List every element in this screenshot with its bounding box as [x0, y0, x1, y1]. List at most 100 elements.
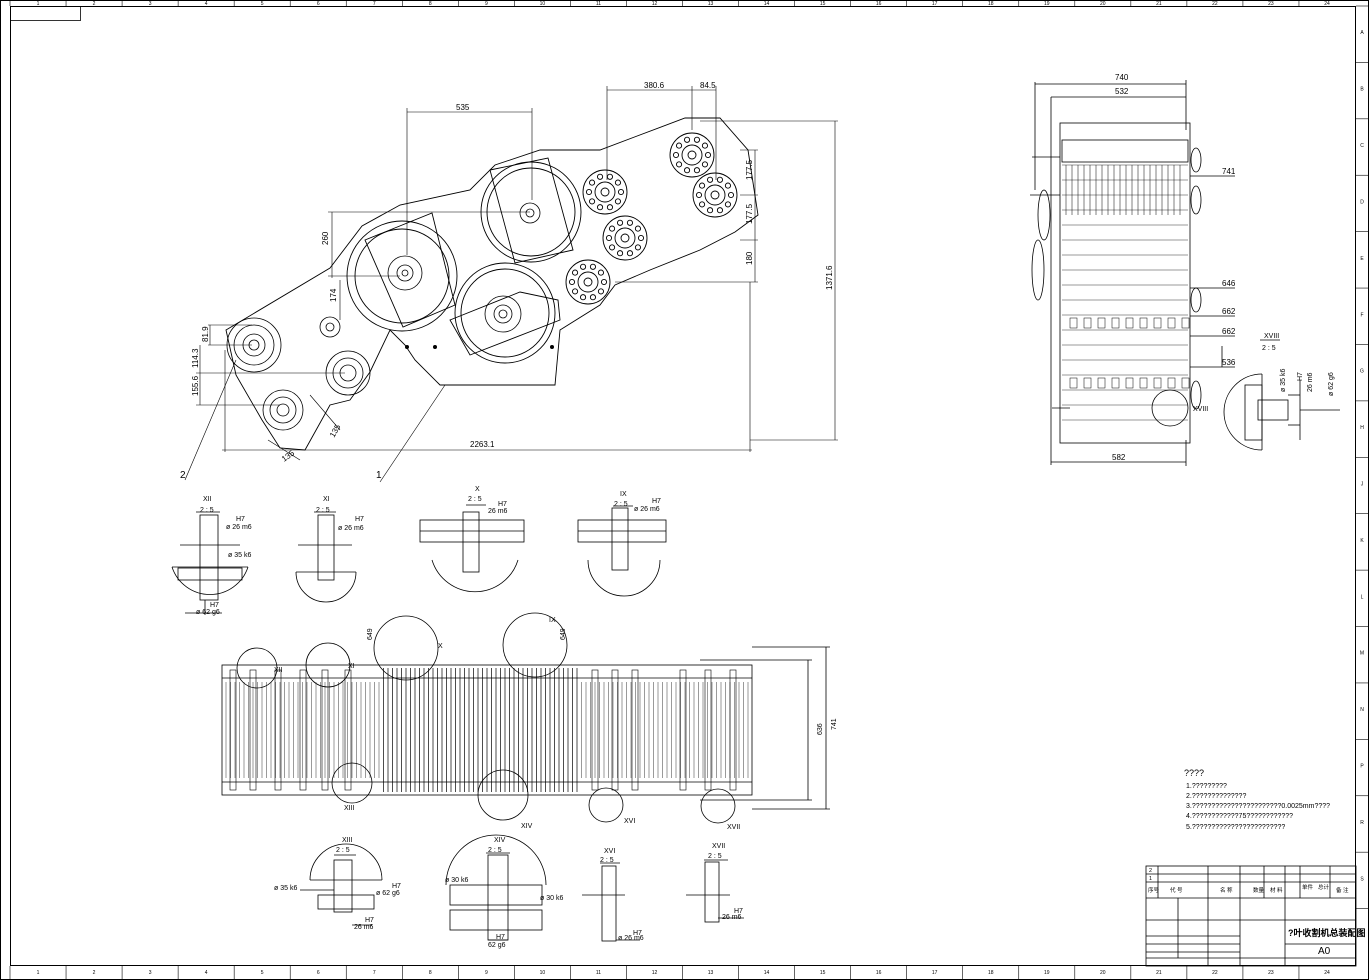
- zone-letter-right: C: [1360, 143, 1364, 149]
- xvi-26m6: ø 26 m6: [618, 935, 644, 942]
- disc-bolt-hole: [626, 219, 633, 226]
- dim-662b: 662: [1222, 327, 1236, 336]
- plan-shaft: [229, 669, 237, 791]
- xi-title: XI: [323, 496, 330, 503]
- zone-number-top: 8: [429, 1, 432, 7]
- side-block: [1181, 317, 1190, 329]
- zone-number-top: 10: [540, 1, 546, 7]
- technical-notes: ???? 1.????????? 2.?????????????? 3.????…: [1184, 768, 1330, 831]
- dim-155-6: 155.6: [191, 375, 200, 396]
- tb-hdr-name: 名 称: [1220, 886, 1233, 894]
- plan-view: [221, 612, 830, 824]
- disc-bolt-hole: [707, 207, 714, 214]
- zone-number-bottom: 17: [932, 970, 938, 976]
- disc-bolt-hole: [676, 142, 683, 149]
- plan-shaft: [631, 669, 639, 791]
- xvii-title: XVII: [712, 843, 725, 850]
- zone-number-bottom: 11: [596, 970, 601, 976]
- side-block: [1139, 317, 1148, 329]
- disc-bolt-hole: [693, 167, 700, 174]
- cutter-disc-hub: [681, 144, 703, 166]
- zone-number-top: 5: [261, 1, 264, 7]
- zone-number-bottom: 4: [205, 970, 208, 976]
- zone-letter-right: N: [1360, 707, 1364, 713]
- xi-h7: H7: [355, 516, 364, 523]
- zone-number-bottom: 9: [485, 970, 488, 976]
- disc-bolt-hole: [634, 225, 641, 232]
- notes-heading: ????: [1184, 768, 1204, 778]
- zone-number-top: 11: [596, 1, 601, 7]
- xvii-h7: H7: [734, 908, 743, 915]
- detail-xii: XII 2 : 5 H7 ø 26 m6 ø 35 k6 H7 ø 62 g6: [171, 496, 252, 616]
- cutter-disc-bore: [620, 233, 630, 243]
- xviii-26m6: 26 m6: [1307, 372, 1314, 392]
- disc-bolt-hole: [589, 198, 596, 205]
- zone-number-top: 1: [37, 1, 40, 7]
- disc-bolt-hole: [707, 176, 714, 183]
- tb-hdr-seq: 序号: [1148, 886, 1160, 894]
- dim-177-5a: 177.5: [745, 159, 754, 180]
- note-5: 5.????????????????????????: [1186, 824, 1285, 831]
- side-block: [1125, 317, 1134, 329]
- zone-letter-right: F: [1360, 312, 1363, 318]
- disc-bolt-hole: [684, 136, 691, 143]
- zone-number-bottom: 19: [1044, 970, 1050, 976]
- zone-number-bottom: 13: [708, 970, 714, 976]
- disc-bolt-hole: [724, 201, 731, 208]
- x-26m6: 26 m6: [488, 508, 508, 515]
- leader-label-1: 1: [376, 470, 382, 481]
- dim-741-plan: 741: [831, 718, 838, 730]
- side-block: [1069, 377, 1078, 389]
- detail-xviii: XVIII 2 : 5 ø 35 k6 H7 26 m6 ø 62 g6: [1223, 333, 1340, 451]
- zone-number-top: 15: [820, 1, 826, 7]
- plan-shaft: [729, 669, 737, 791]
- xii-35k6: ø 35 k6: [228, 552, 251, 559]
- xi-26m6: ø 26 m6: [338, 525, 364, 532]
- side-view-dimension-texts: 740 532 741 646 662 662 536 582 XVIII: [1112, 73, 1236, 462]
- disc-bolt-hole: [676, 161, 683, 168]
- side-block: [1083, 317, 1092, 329]
- disc-bolt-hole: [609, 244, 616, 251]
- zone-number-top: 17: [932, 1, 938, 7]
- tb-row-1: 1: [1149, 876, 1152, 882]
- zone-letter-right: H: [1360, 425, 1364, 431]
- callout-xii: XII: [274, 667, 283, 674]
- disc-bolt-hole: [637, 234, 645, 242]
- xvi-title: XVI: [604, 848, 615, 855]
- dim-649a: 649: [367, 628, 374, 640]
- tb-drawing-name: ?叶收割机总装配图: [1288, 927, 1366, 938]
- xii-h7: H7: [236, 516, 245, 523]
- disc-bolt-hole: [701, 161, 708, 168]
- plan-view-texts: 649 649 636 741 IX X XI XII XIII XIV XVI…: [274, 617, 838, 831]
- cutter-disc: [602, 215, 648, 261]
- xiv-30k6a: ø 30 k6: [445, 877, 468, 884]
- dim-174: 174: [329, 288, 338, 302]
- leader-label-2: 2: [180, 470, 186, 481]
- zone-number-bottom: 15: [820, 970, 826, 976]
- xiii-35k6: ø 35 k6: [274, 885, 297, 892]
- tb-hdr-total: 总计: [1318, 883, 1330, 891]
- xiii-title: XIII: [342, 837, 353, 844]
- zone-letter-right: E: [1360, 256, 1364, 262]
- disc-bolt-hole: [600, 278, 608, 286]
- dim-740: 740: [1115, 73, 1129, 82]
- tb-hdr-material: 材 料: [1270, 886, 1283, 894]
- callout-ix: IX: [549, 617, 556, 624]
- dim-582: 582: [1112, 453, 1126, 462]
- zone-letter-right: A: [1360, 30, 1364, 36]
- ix-title: IX: [620, 491, 627, 498]
- plan-shaft: [299, 669, 307, 791]
- xiv-h7: H7: [496, 934, 505, 941]
- xiv-scale: 2 : 5: [488, 847, 502, 854]
- tb-hdr-unit: 单件: [1302, 883, 1314, 891]
- detail-xi: XI 2 : 5 H7 ø 26 m6: [295, 496, 364, 603]
- plan-shaft: [611, 669, 619, 791]
- xviii-scale: 2 : 5: [1262, 345, 1276, 352]
- zone-number-bottom: 7: [373, 970, 376, 976]
- side-block: [1167, 377, 1176, 389]
- side-block: [1181, 377, 1190, 389]
- dim-1371-6: 1371.6: [825, 265, 834, 290]
- disc-bolt-hole: [724, 182, 731, 189]
